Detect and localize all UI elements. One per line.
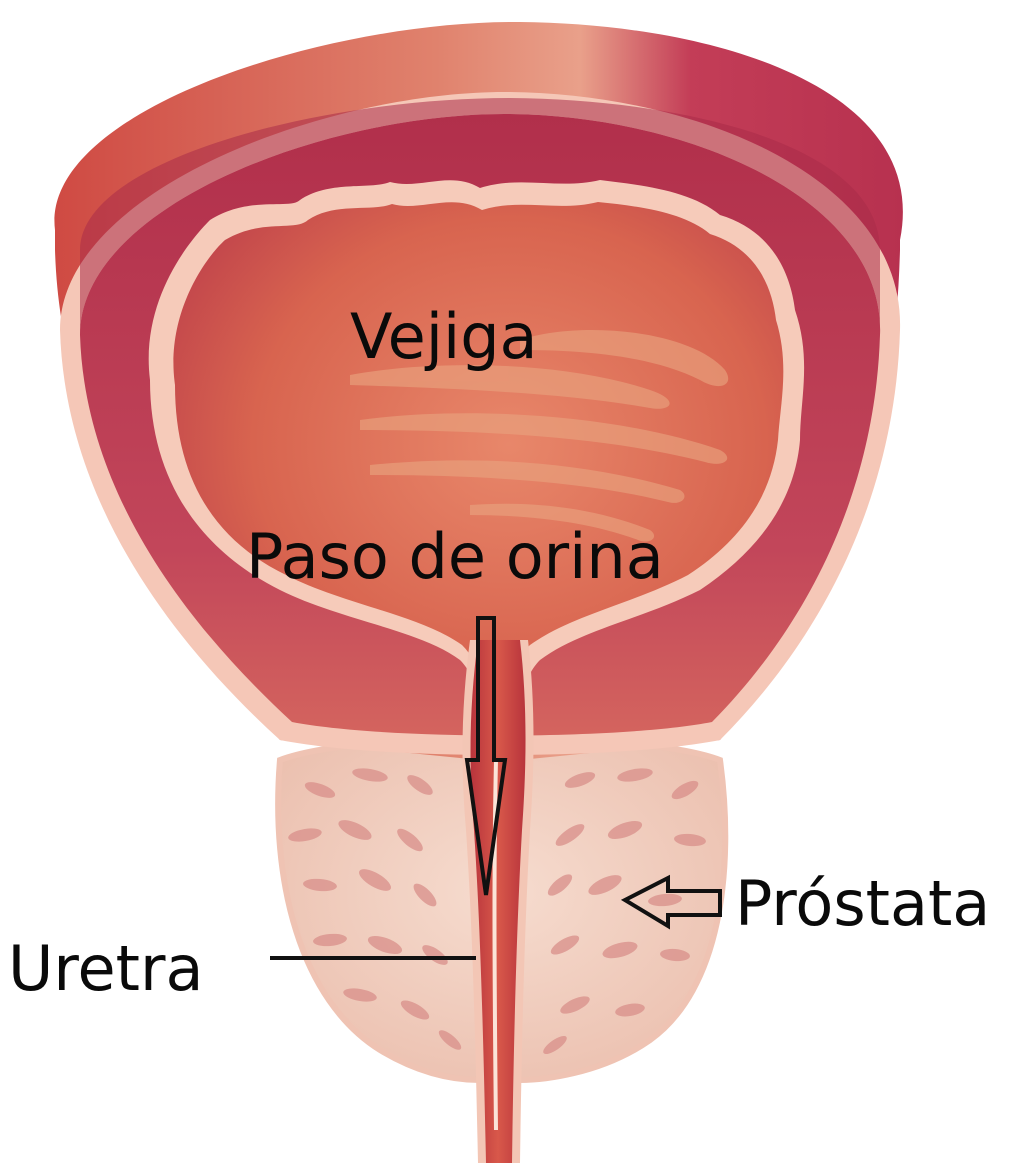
- label-prostate: Próstata: [735, 867, 990, 940]
- urethra: [463, 640, 534, 1163]
- label-urine-flow: Paso de orina: [246, 520, 664, 593]
- label-bladder: Vejiga: [350, 300, 538, 373]
- label-urethra: Uretra: [8, 932, 203, 1005]
